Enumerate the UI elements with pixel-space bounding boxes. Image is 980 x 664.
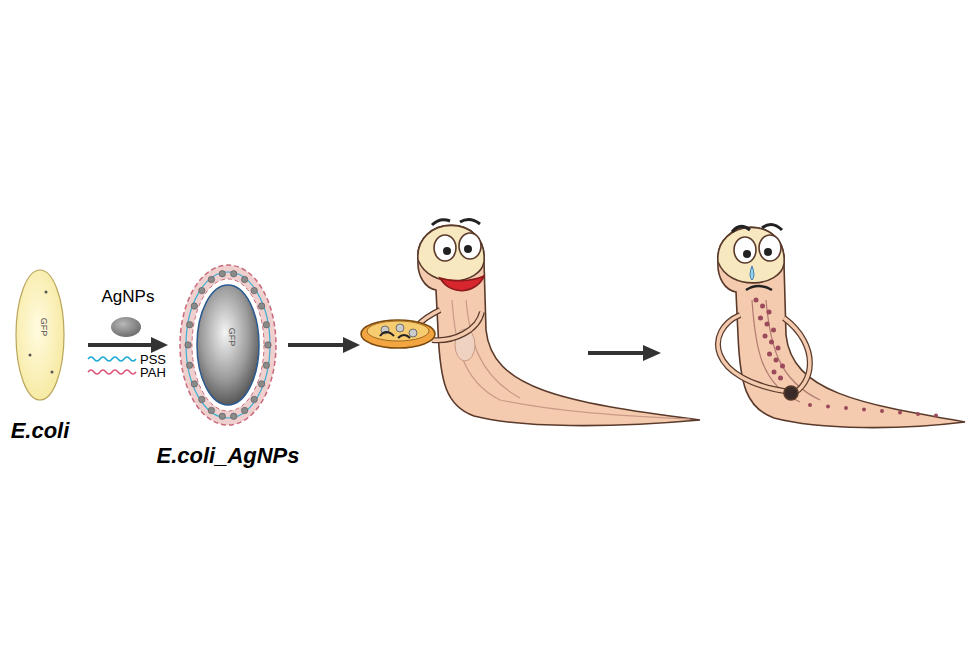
ecoli-cell — [16, 270, 64, 400]
polymer-sample — [88, 370, 136, 374]
coated-cell — [180, 265, 276, 425]
agnp-dot — [185, 342, 191, 348]
gut-dot — [765, 322, 770, 327]
arrow-head — [151, 337, 168, 353]
agnp-dot — [230, 413, 236, 419]
cell-node: GFPE.coli_AgNPs — [180, 265, 276, 425]
legend-text: PSS — [140, 352, 166, 367]
agnp-dot — [191, 303, 197, 309]
agnp-dot — [199, 287, 205, 293]
agnp-dot — [186, 362, 192, 368]
gut-dot — [776, 346, 781, 351]
gut-dot — [778, 376, 783, 381]
agnp-dot — [251, 287, 257, 293]
agnp-dot — [263, 322, 269, 328]
agnp-dot — [241, 407, 247, 413]
gene-label: GFP — [39, 317, 49, 336]
process-arrow — [88, 337, 168, 353]
gene-label: GFP — [227, 327, 237, 346]
gut-dot — [769, 340, 774, 345]
cell-caption: E.coli_AgNPs — [156, 443, 299, 469]
polymer-sample — [88, 357, 136, 361]
gut-dot — [934, 414, 938, 418]
gut-dot — [916, 412, 920, 416]
agnp-dot — [186, 322, 192, 328]
cell-node: GFPE.coli — [16, 270, 64, 400]
gut-dot — [898, 411, 902, 415]
agnp-dot — [251, 396, 257, 402]
gut-dot — [754, 298, 759, 303]
agnp-dot — [258, 381, 264, 387]
gut-dot — [774, 358, 779, 363]
gut-dot — [772, 370, 777, 375]
gut-dot — [826, 405, 830, 409]
agnp-dot — [258, 303, 264, 309]
legend-text: PAH — [140, 365, 166, 380]
gut-dot — [771, 328, 776, 333]
arrow-shaft — [88, 343, 154, 347]
cell-caption: E.coli — [11, 418, 70, 444]
agnp-dot — [219, 413, 225, 419]
agnp-dot — [265, 342, 271, 348]
edge-label: AgNPs — [102, 287, 155, 307]
gut-dot — [767, 310, 772, 315]
gut-dot — [767, 352, 772, 357]
gut-dot — [780, 364, 785, 369]
gut-dot — [758, 316, 763, 321]
gut-dot — [763, 334, 768, 339]
agnp-dot — [230, 271, 236, 277]
gut-dot — [808, 403, 812, 407]
agnp-dot — [191, 381, 197, 387]
agnp-dot — [208, 276, 214, 282]
agnp-dot — [219, 271, 225, 277]
gut-dot — [880, 409, 884, 413]
agnp-dot — [241, 276, 247, 282]
gut-dot — [844, 406, 848, 410]
agnp-dot — [199, 396, 205, 402]
agnp-dot — [208, 407, 214, 413]
gut-dot — [862, 408, 866, 412]
happy-worm — [361, 219, 700, 425]
gut-dot — [760, 304, 765, 309]
agnp-dot — [263, 362, 269, 368]
sad-worm — [718, 224, 965, 427]
agnp-particle — [111, 317, 141, 337]
